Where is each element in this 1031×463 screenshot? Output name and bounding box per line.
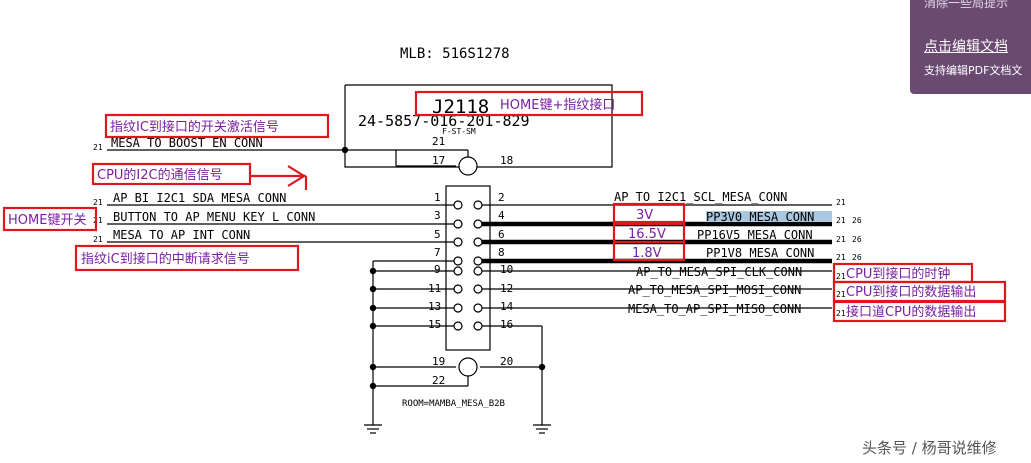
- svg-text:16: 16: [500, 318, 513, 331]
- svg-text:19: 19: [432, 355, 445, 368]
- pin-19-20-circle: [458, 357, 478, 377]
- pin-21-label: 21: [432, 135, 445, 148]
- svg-text:26: 26: [852, 253, 862, 262]
- svg-text:21: 21: [836, 309, 846, 318]
- svg-text:21: 21: [836, 290, 846, 299]
- ground-symbol-right: [533, 424, 551, 434]
- svg-text:21: 21: [836, 235, 846, 244]
- anno-home-switch: HOME键开关: [8, 213, 86, 228]
- connector-ref: J2118: [432, 96, 489, 118]
- left-net-labels: AP_BI_I2C1_SDA_MESA_CONN BUTTON_TO_AP_ME…: [113, 191, 315, 242]
- connector-outline: [344, 84, 613, 168]
- pin-17-18-circle: [458, 156, 478, 176]
- svg-text:AP_TO_I2C1_SCL_MESA_CONN: AP_TO_I2C1_SCL_MESA_CONN: [614, 190, 787, 204]
- svg-text:12: 12: [500, 282, 513, 295]
- junction-dot: [341, 146, 349, 154]
- svg-text:21: 21: [836, 272, 846, 281]
- edit-document-panel: 消除一些局提示 点击编辑文档 支持编辑PDF文档文: [910, 0, 1031, 94]
- svg-text:21: 21: [836, 253, 846, 262]
- edit-document-link[interactable]: 点击编辑文档: [924, 39, 1008, 55]
- svg-text:22: 22: [432, 374, 445, 387]
- page-ref: 21: [93, 143, 103, 152]
- svg-text:3: 3: [434, 209, 441, 222]
- anno-home-fingerprint: HOME键+指纹接口: [500, 97, 615, 113]
- left-page-refs: 21 21 21: [93, 198, 103, 244]
- svg-text:6: 6: [498, 228, 505, 241]
- svg-text:8: 8: [498, 246, 505, 259]
- svg-text:MESA_TO_AP_INT_CONN: MESA_TO_AP_INT_CONN: [113, 228, 250, 242]
- pp3v0-highlight: [706, 211, 832, 222]
- anno-miso: 接口道CPU的数据输出: [846, 304, 976, 320]
- svg-text:MESA_TO_AP_SPI_MISO_CONN: MESA_TO_AP_SPI_MISO_CONN: [628, 302, 801, 316]
- annotation-texts: HOME键+指纹接口 指纹IC到接口的开关激活信号 CPU的I2C的通信信号 H…: [8, 97, 976, 320]
- svg-text:PP16V5_MESA_CONN: PP16V5_MESA_CONN: [697, 228, 813, 242]
- svg-text:9: 9: [434, 263, 441, 276]
- net-label-boost-en: MESA_TO_BOOST_EN_CONN: [111, 136, 263, 150]
- svg-text:26: 26: [852, 235, 862, 244]
- annotation-boxes: [2, 90, 1007, 323]
- svg-text:21: 21: [93, 198, 103, 207]
- anno-mosi: CPU到接口的数据输出: [846, 284, 976, 300]
- anno-i2c: CPU的I2C的通信信号: [97, 167, 223, 183]
- svg-text:10: 10: [500, 263, 513, 276]
- pin-17-label: 17: [432, 154, 445, 167]
- watermark: 头条号 / 杨哥说维修: [862, 439, 997, 457]
- pin-18-label: 18: [500, 154, 513, 167]
- anno-boost-en: 指纹IC到接口的开关激活信号: [110, 119, 279, 135]
- ground-symbol-left: [364, 424, 382, 434]
- svg-text:21: 21: [93, 216, 103, 225]
- connector-body: [445, 185, 491, 351]
- annotation-arrow: [250, 165, 308, 190]
- anno-clk: CPU到接口的时钟: [846, 266, 950, 282]
- right-page-refs: 21 21 26 21 26 21 26 21 21 21: [836, 198, 862, 318]
- part-number: 24-5857-016-201-829: [358, 112, 530, 130]
- pin-circles: [453, 200, 483, 331]
- anno-16v5: 16.5V: [628, 227, 666, 242]
- svg-text:1: 1: [434, 191, 441, 204]
- panel-top-text: 消除一些局提示: [924, 0, 1009, 10]
- svg-text:2: 2: [498, 191, 505, 204]
- room-label: ROOM=MAMBA_MESA_B2B: [402, 399, 505, 409]
- svg-text:11: 11: [428, 282, 441, 295]
- ground-junctions: [369, 267, 546, 390]
- anno-1v8: 1.8V: [632, 246, 662, 261]
- right-net-labels: AP_TO_I2C1_SCL_MESA_CONN PP3V0_MESA_CONN…: [614, 190, 814, 316]
- svg-text:AP_BI_I2C1_SDA_MESA_CONN: AP_BI_I2C1_SDA_MESA_CONN: [113, 191, 286, 205]
- svg-text:PP1V8_MESA_CONN: PP1V8_MESA_CONN: [706, 246, 814, 260]
- svg-text:14: 14: [500, 300, 514, 313]
- board-label: MLB: 516S1278: [400, 46, 510, 62]
- svg-text:PP3V0_MESA_CONN: PP3V0_MESA_CONN: [706, 210, 814, 224]
- svg-text:21: 21: [836, 216, 846, 225]
- svg-text:5: 5: [434, 228, 441, 241]
- edit-document-subtext: 支持编辑PDF文档文: [924, 64, 1023, 77]
- svg-text:13: 13: [428, 300, 441, 313]
- svg-text:21: 21: [93, 235, 103, 244]
- svg-text:26: 26: [852, 216, 862, 225]
- part-sub: F-ST-SM: [442, 127, 476, 136]
- anno-int: 指纹iC到接口的中断请求信号: [81, 251, 250, 267]
- svg-text:AP_TO_MESA_SPI_CLK_CONN: AP_TO_MESA_SPI_CLK_CONN: [636, 265, 802, 279]
- svg-text:7: 7: [434, 246, 441, 259]
- svg-text:15: 15: [428, 318, 441, 331]
- svg-text:20: 20: [500, 355, 513, 368]
- anno-3v: 3V: [636, 208, 653, 223]
- svg-text:21: 21: [836, 198, 846, 207]
- pin-numbers: 1 2 3 4 5 6 7 8 9 10 11 12 13 14 15 16 1…: [428, 191, 514, 387]
- svg-text:BUTTON_TO_AP_MENU_KEY_L_CONN: BUTTON_TO_AP_MENU_KEY_L_CONN: [113, 210, 315, 224]
- svg-text:AP_TO_MESA_SPI_MOSI_CONN: AP_TO_MESA_SPI_MOSI_CONN: [628, 283, 801, 297]
- svg-text:4: 4: [498, 209, 505, 222]
